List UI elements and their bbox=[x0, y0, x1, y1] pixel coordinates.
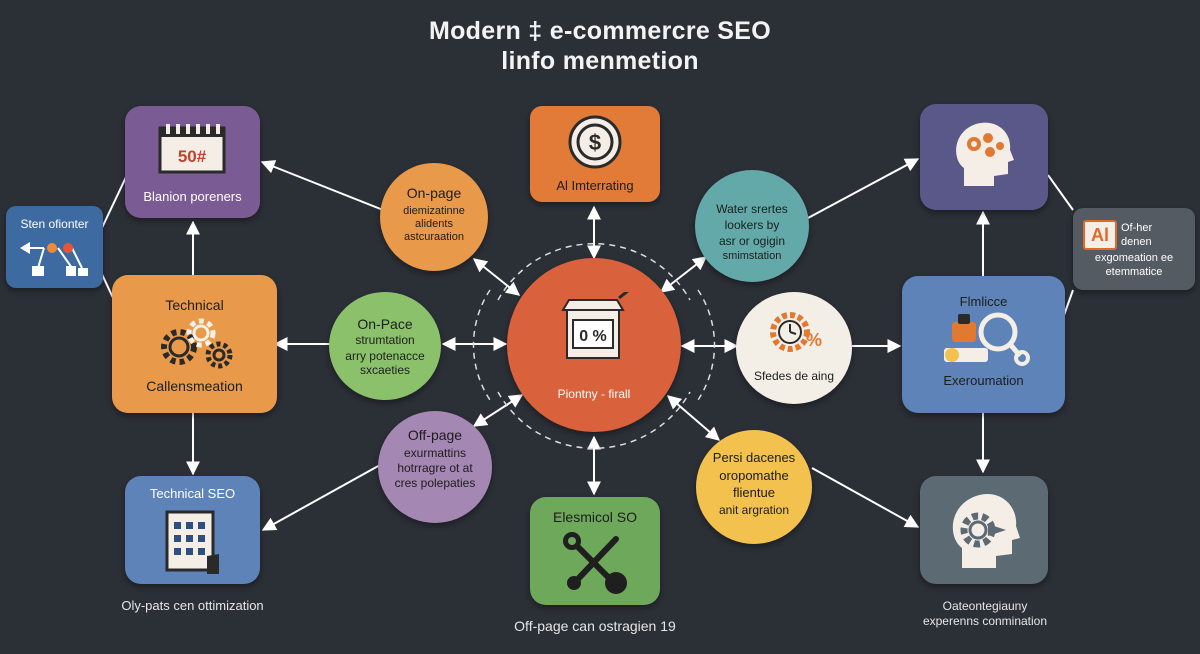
ai-badge: Al bbox=[1083, 220, 1117, 250]
title-line-1: Modern ‡ e-commercre SEO bbox=[428, 17, 772, 45]
dashed-ring-left bbox=[472, 289, 491, 401]
technical-seo-box-label: Technical SEO bbox=[149, 486, 236, 501]
dashed-ring-bottom bbox=[497, 391, 691, 449]
link-onpage-hub bbox=[472, 258, 521, 296]
circle-water-line3: asr or ogigin bbox=[718, 234, 786, 248]
clock-percent-icon: % bbox=[770, 312, 822, 352]
link-persi-to-bottomright bbox=[811, 467, 920, 528]
technical-box-line2: Callensmeation bbox=[146, 378, 243, 394]
svg-text:$: $ bbox=[589, 130, 601, 155]
ai-box-line3: exgomeation ee bbox=[1094, 252, 1174, 264]
top-right-box[interactable] bbox=[920, 104, 1048, 210]
circle-onpace-line1: On-Pace bbox=[357, 316, 413, 332]
ai-box-line4: etemmatice bbox=[1105, 266, 1163, 278]
dollar-coin-icon: $ bbox=[568, 115, 622, 169]
gear-head-icon bbox=[952, 494, 1020, 568]
hub-circle[interactable]: 0 % Piontny - firall bbox=[507, 258, 681, 432]
ai-box[interactable]: Al Of-her denen exgomeation ee etemmatic… bbox=[1073, 208, 1195, 290]
circle-sfedes[interactable]: % Sfedes de aing bbox=[736, 292, 852, 404]
link-water-hub bbox=[659, 256, 708, 293]
circle-onpage-top-line1: On-page bbox=[406, 185, 462, 201]
circle-persi-line2: oropomathe bbox=[719, 468, 789, 483]
link-smallbox-to-topleft bbox=[99, 174, 128, 233]
hub-icon-text: 0 % bbox=[579, 328, 607, 345]
circle-persi-line3: flientue bbox=[733, 485, 775, 500]
circle-offpage-line4: cres polepaties bbox=[394, 476, 476, 490]
right-mid-box-line1: Flmlicce bbox=[959, 294, 1008, 309]
top-left-box[interactable]: 50# Blanion poreners bbox=[125, 106, 260, 218]
circle-persi-line1: Persi dacenes bbox=[712, 450, 796, 465]
link-onpage-to-topleft bbox=[260, 160, 384, 211]
technical-seo-caption: Oly-pats cen ottimization bbox=[121, 598, 264, 613]
calendar-icon: 50# bbox=[158, 124, 226, 174]
link-offpage-to-techseo bbox=[261, 464, 381, 531]
ai-box-line2: denen bbox=[1121, 236, 1152, 248]
magnifier-icon bbox=[944, 312, 1030, 366]
calendar-icon-text: 50# bbox=[178, 147, 207, 166]
circle-offpage-line3: hotrragre ot at bbox=[397, 461, 473, 475]
right-mid-box-line2: Exeroumation bbox=[943, 373, 1024, 388]
top-center-box[interactable]: $ Al Imterrating bbox=[530, 106, 660, 202]
circle-persi-line4: anit argration bbox=[718, 503, 790, 517]
circle-onpace-line2: strumtation bbox=[355, 333, 415, 347]
circle-onpage-top-line2: diemizatinne bbox=[403, 205, 465, 217]
circle-onpage-top[interactable]: On-page diemizatinne alidents astcuraati… bbox=[380, 163, 488, 271]
circle-water-line2: lookers by bbox=[724, 218, 780, 232]
bottom-right-box[interactable] bbox=[920, 476, 1048, 584]
shop-percent-icon: 0 % bbox=[561, 292, 629, 359]
bottom-center-box[interactable]: Elesmicol SO bbox=[530, 497, 660, 605]
circle-water-line1: Water srertes bbox=[716, 202, 788, 216]
circle-onpage-top-line3: alidents bbox=[415, 218, 453, 230]
left-small-box-label: Sten ofionter bbox=[20, 217, 89, 231]
link-aibox-to-topright bbox=[1047, 174, 1074, 211]
circle-sfedes-line1: Sfedes de aing bbox=[753, 369, 835, 383]
circle-persi[interactable]: Persi dacenes oropomathe flientue anit a… bbox=[696, 430, 812, 544]
circle-water[interactable]: Water srertes lookers by asr or ogigin s… bbox=[695, 170, 809, 282]
bottom-center-caption: Off-page can ostragien 19 bbox=[514, 618, 676, 634]
right-mid-box[interactable]: Flmlicce Exeroumation bbox=[902, 276, 1065, 413]
gears-icon bbox=[161, 318, 233, 369]
circle-onpage-top-line4: astcuraation bbox=[404, 231, 464, 243]
circle-offpage-line2: exurmattins bbox=[403, 446, 467, 460]
arrow-network-icon bbox=[20, 242, 88, 276]
svg-text:%: % bbox=[806, 330, 822, 350]
circle-onpace[interactable]: On-Pace strumtation arry potenacce sxcae… bbox=[329, 292, 441, 400]
left-small-box[interactable]: Sten ofionter bbox=[6, 206, 103, 288]
circle-offpage-line1: Off-page bbox=[407, 427, 463, 443]
top-left-box-label: Blanion poreners bbox=[143, 189, 242, 204]
circle-onpace-line3: arry potenacce bbox=[345, 349, 425, 363]
ai-head-icon bbox=[956, 122, 1014, 186]
bottom-center-box-label: Elesmicol SO bbox=[552, 509, 638, 525]
building-icon bbox=[165, 510, 219, 574]
link-persi-hub bbox=[666, 395, 721, 441]
technical-box[interactable]: Technical Callensmeation bbox=[112, 275, 277, 413]
link-offpage-hub bbox=[472, 394, 524, 427]
bottom-right-caption-2: experenns conmination bbox=[922, 614, 1048, 628]
hub-label: Piontny - firall bbox=[557, 387, 631, 401]
technical-box-line1: Technical bbox=[165, 297, 224, 313]
circle-offpage[interactable]: Off-page exurmattins hotrragre ot at cre… bbox=[378, 411, 492, 523]
circle-onpace-line4: sxcaeties bbox=[359, 363, 411, 377]
link-water-to-topright bbox=[807, 158, 920, 219]
bottom-right-caption-1: Oateontegiauny bbox=[942, 599, 1028, 613]
technical-seo-box[interactable]: Technical SEO bbox=[125, 476, 260, 584]
dashed-ring-top bbox=[497, 243, 691, 301]
dashed-ring-right bbox=[697, 289, 716, 401]
circle-water-line4: smimstation bbox=[722, 250, 782, 262]
title-line-2: linfo menmetion bbox=[501, 47, 699, 75]
top-center-box-label: Al Imterrating bbox=[556, 178, 634, 193]
ai-box-line1: Of-her bbox=[1121, 222, 1153, 234]
wrench-icon bbox=[563, 532, 627, 594]
